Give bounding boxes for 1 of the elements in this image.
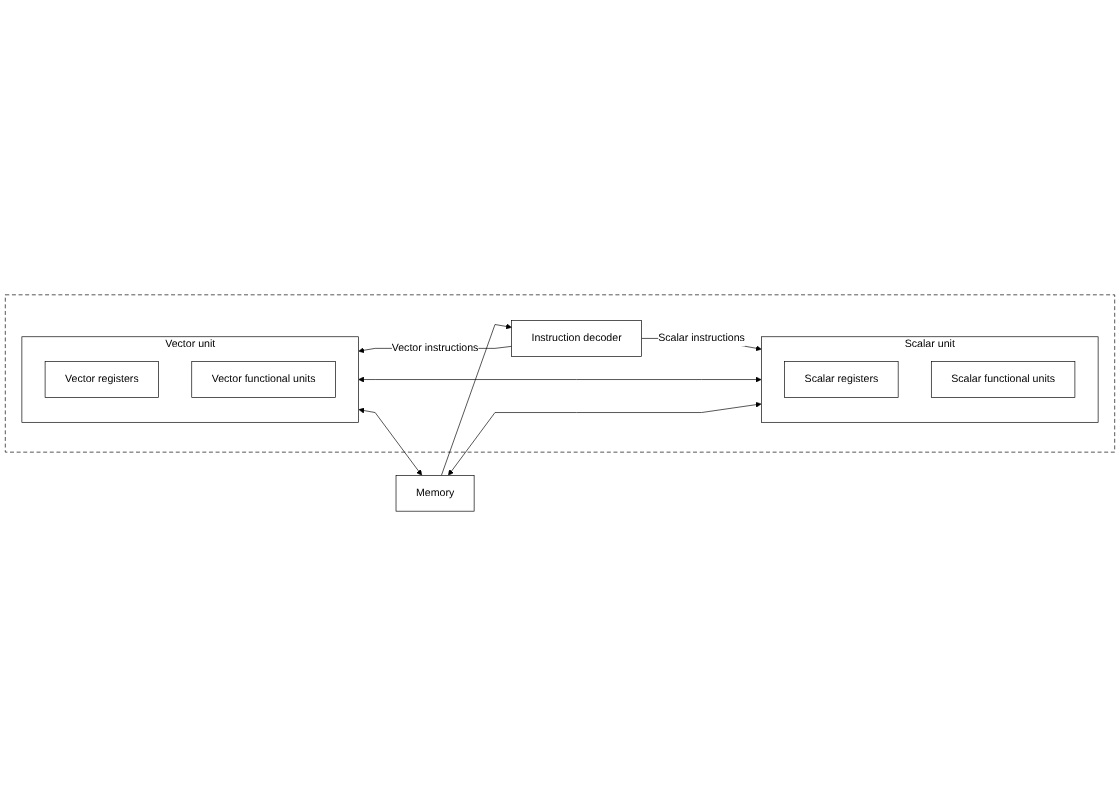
cluster (4, 294, 1115, 453)
